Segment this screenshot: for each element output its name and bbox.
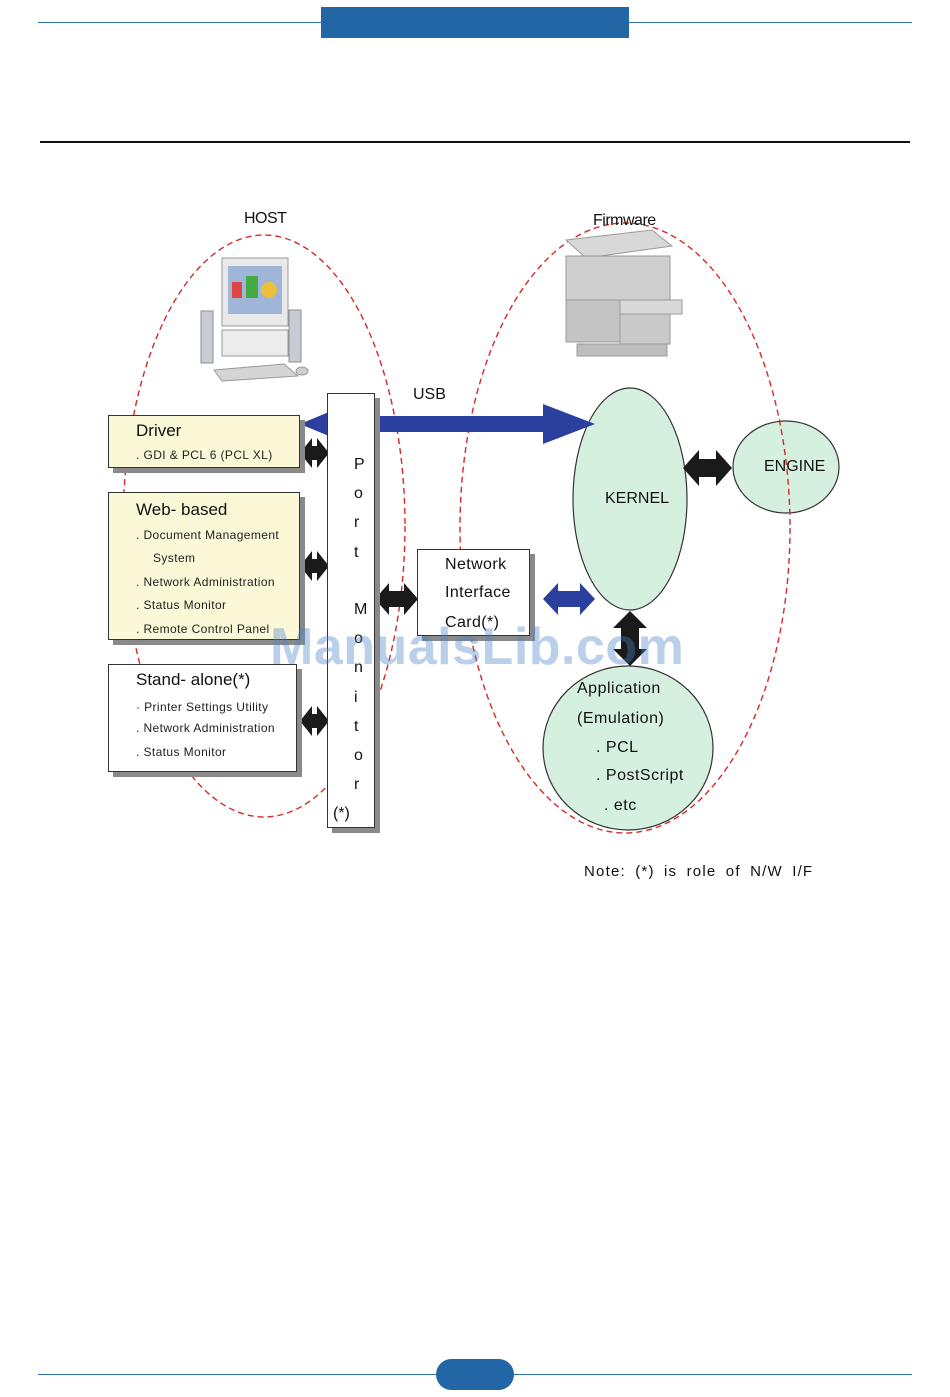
network-interface-card-box: Network Interface Card(*)	[417, 549, 530, 636]
web-based-title: Web- based	[136, 500, 228, 519]
port-letter: i	[354, 689, 358, 706]
driver-item: . GDI & PCL 6 (PCL XL)	[136, 448, 273, 462]
port-letter: o	[354, 485, 363, 502]
port-letter: r	[354, 776, 360, 793]
host-group-ellipse	[122, 234, 406, 818]
usb-label: USB	[413, 386, 446, 403]
web-based-box: Web- based . Document Management System …	[108, 492, 300, 640]
port-letter: n	[354, 659, 363, 676]
stand-alone-box: Stand- alone(*) · Printer Settings Utili…	[108, 664, 297, 772]
driver-box: Driver . GDI & PCL 6 (PCL XL)	[108, 415, 300, 468]
application-line: (Emulation)	[577, 710, 665, 727]
stand-port-arrow	[300, 706, 329, 736]
stand-item-status: . Status Monitor	[136, 745, 227, 759]
note-text: Note: (*) is role of N/W I/F	[584, 863, 814, 880]
web-item-system: System	[153, 551, 196, 565]
nic-line: Network	[445, 556, 507, 573]
header-tab	[321, 7, 629, 38]
nic-line: Card(*)	[445, 614, 500, 631]
kernel-engine-arrow	[683, 450, 732, 486]
kernel-bubble	[572, 387, 688, 611]
port-letter: t	[354, 718, 359, 735]
kernel-app-arrow	[613, 611, 647, 666]
nic-kernel-arrow	[543, 583, 595, 615]
watermark: ManualsLib.com	[270, 618, 685, 676]
stand-alone-title: Stand- alone(*)	[136, 670, 251, 689]
application-bubble	[542, 665, 714, 831]
port-letter: M	[354, 601, 368, 618]
port-letter: o	[354, 747, 363, 764]
port-nic-arrow	[375, 583, 418, 615]
driver-port-arrow	[300, 438, 329, 468]
web-port-arrow	[300, 551, 329, 581]
application-line: . etc	[604, 797, 637, 814]
firmware-label: Firmware	[593, 212, 656, 229]
port-letter: r	[354, 514, 360, 531]
port-monitor-box: P o r t M o n i t o r (*)	[327, 393, 375, 828]
usb-arrow	[300, 404, 595, 444]
application-line: Application	[577, 680, 661, 697]
page-number-pill	[436, 1359, 514, 1390]
port-letter: t	[354, 544, 359, 561]
port-letter: o	[354, 630, 363, 647]
nic-line: Interface	[445, 584, 511, 601]
port-letter: (*)	[333, 805, 350, 822]
application-line: . PCL	[596, 739, 639, 756]
web-item-network: . Network Administration	[136, 575, 275, 589]
stand-item-network: . Network Administration	[136, 721, 275, 735]
kernel-label: KERNEL	[605, 490, 670, 507]
stand-item-printer-settings: · Printer Settings Utility	[136, 700, 269, 714]
computer-icon	[200, 257, 309, 382]
engine-label: ENGINE	[764, 458, 826, 475]
engine-bubble	[732, 420, 840, 514]
driver-title: Driver	[136, 421, 182, 440]
web-item-status: . Status Monitor	[136, 598, 227, 612]
web-item-remote: . Remote Control Panel	[136, 622, 270, 636]
firmware-group-ellipse	[459, 222, 791, 834]
printer-icon	[564, 229, 683, 357]
section-rule	[40, 141, 910, 143]
application-line: . PostScript	[596, 767, 684, 784]
port-letter: P	[354, 456, 365, 473]
web-item-document: . Document Management	[136, 528, 280, 542]
host-label: HOST	[244, 210, 287, 227]
